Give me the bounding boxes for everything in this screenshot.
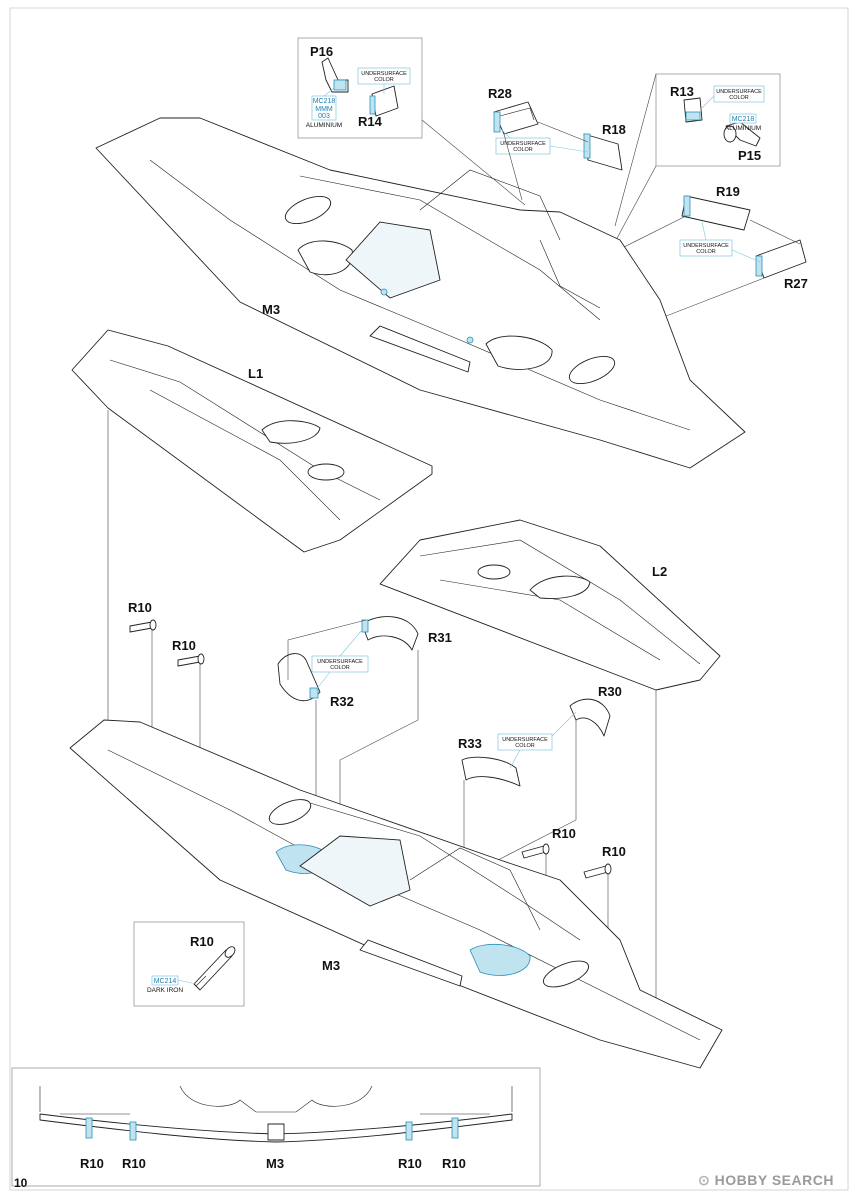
svg-text:ALUMINIUM: ALUMINIUM [306,122,342,129]
svg-text:COLOR: COLOR [696,249,716,255]
svg-text:UNDERSURFACE: UNDERSURFACE [317,659,363,665]
svg-text:MC218: MC218 [313,98,336,105]
svg-text:COLOR: COLOR [513,147,533,153]
label-r10-b: R10 [172,638,196,653]
label-l2: L2 [652,564,667,579]
label-inset-r10-1: R10 [80,1156,104,1171]
lower-wing-m3-bottom [69,719,723,1069]
part-r31 [361,616,419,651]
part-r32 [277,653,321,702]
label-l1: L1 [248,366,263,381]
color-callout-undersurface-r28: UNDERSURFACE COLOR [495,129,589,155]
svg-text:MC218: MC218 [732,116,755,123]
label-r18: R18 [602,122,626,137]
part-p16 [321,57,349,93]
color-callout-undersurface-r19: UNDERSURFACE COLOR [679,221,761,263]
callout-box-p16-r14 [297,37,526,206]
leader-r28-to-wing [503,133,523,201]
label-r10-a: R10 [128,600,152,615]
color-callout-undersurface-r14: UNDERSURFACE COLOR [357,67,411,94]
svg-text:UNDERSURFACE: UNDERSURFACE [502,737,548,743]
part-r33 [461,756,521,787]
label-m3-top: M3 [262,302,280,317]
svg-text:COLOR: COLOR [374,77,394,83]
part-r30 [569,698,611,737]
upper-wing-l1 [71,329,433,553]
svg-text:MC214: MC214 [154,978,177,985]
leader-r19-r27 [749,219,801,245]
page-number: 10 [14,1176,28,1190]
label-p15: P15 [738,148,761,163]
svg-text:UNDERSURFACE: UNDERSURFACE [683,243,729,249]
label-r32: R32 [330,694,354,709]
r10-detail-box [133,921,245,1007]
color-callout-mc214: MC214 DARK IRON [147,975,197,994]
svg-text:UNDERSURFACE: UNDERSURFACE [361,71,407,77]
color-callout-undersurface-r13: UNDERSURFACE COLOR [699,85,765,111]
label-r10-d: R10 [602,844,626,859]
leader-r28-r18 [537,121,589,143]
leader-r19-to-wing [617,215,687,251]
part-r28 [493,101,539,135]
label-r19: R19 [716,184,740,199]
svg-text:ALUMINIUM: ALUMINIUM [725,125,761,132]
label-inset-r10-3: R10 [398,1156,422,1171]
svg-text:COLOR: COLOR [729,95,749,101]
watermark-logo-icon: ⊙ [698,1172,715,1188]
label-r28: R28 [488,86,512,101]
watermark-text: HOBBY SEARCH [714,1172,834,1188]
svg-text:UNDERSURFACE: UNDERSURFACE [500,141,546,147]
label-inset-r10-4: R10 [442,1156,466,1171]
color-callout-mc218-p16: MC218 MMM 003 ALUMINIUM [306,87,342,129]
part-r14 [369,85,399,117]
svg-text:MMM: MMM [315,106,333,113]
color-callout-undersurface-r31: UNDERSURFACE COLOR [311,629,369,691]
label-r33: R33 [458,736,482,751]
svg-text:COLOR: COLOR [330,665,350,671]
lower-wing-m3-top [95,117,746,469]
label-r10-detail: R10 [190,934,214,949]
leader-r32-r31 [287,619,367,680]
watermark: ⊙ HOBBY SEARCH [698,1172,834,1189]
label-r13: R13 [670,84,694,99]
part-r18 [583,133,623,171]
label-p16: P16 [310,44,333,59]
svg-text:DARK IRON: DARK IRON [147,987,183,994]
label-inset-r10-2: R10 [122,1156,146,1171]
color-callout-mc218-p15: MC218 ALUMINIUM [725,113,761,132]
part-r19 [681,195,751,231]
label-r31: R31 [428,630,452,645]
page-frame [9,7,849,1191]
label-r27: R27 [784,276,808,291]
svg-text:UNDERSURFACE: UNDERSURFACE [716,89,762,95]
color-callout-undersurface-r30: UNDERSURFACE COLOR [497,711,577,769]
bottom-inset [11,1067,541,1187]
label-r30: R30 [598,684,622,699]
part-r27 [755,239,807,279]
svg-text:COLOR: COLOR [515,743,535,749]
part-r13 [683,97,703,123]
label-m3-bottom: M3 [322,958,340,973]
svg-text:003: 003 [318,113,330,120]
label-r10-c: R10 [552,826,576,841]
label-inset-m3: M3 [266,1156,284,1171]
upper-wing-l2 [379,519,721,691]
label-r14: R14 [358,114,383,129]
